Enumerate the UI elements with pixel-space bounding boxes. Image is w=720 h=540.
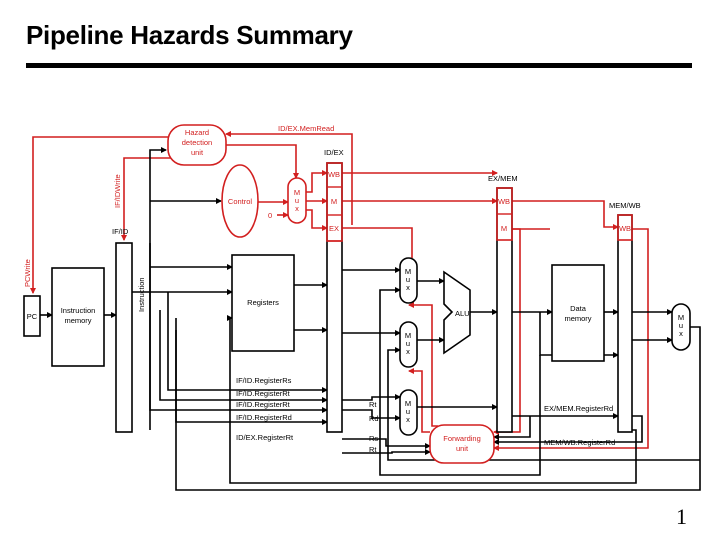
ifidwrite-label: IF/IDWrite — [113, 174, 122, 208]
exmem-rd-label: EX/MEM.RegisterRd — [544, 404, 613, 413]
mux-c-u: u — [406, 407, 410, 416]
memread-wire — [225, 131, 353, 225]
writeback-mux — [671, 303, 691, 351]
alu — [443, 270, 471, 355]
pc-register — [23, 295, 41, 337]
memwb-rd-label: MEM/WB.RegisterRd — [544, 438, 615, 447]
ifid-rt2-label: IF/ID.RegisterRt — [236, 400, 291, 409]
hazard-unit-label-3: unit — [191, 148, 204, 157]
hazard-unit-label-1: Hazard — [185, 128, 209, 137]
control-mux-m: M — [294, 188, 300, 197]
control-mux — [287, 177, 307, 224]
hazard-unit-label-2: detection — [182, 138, 212, 147]
rd-label: Rd — [369, 414, 379, 423]
mem-wb-label: MEM/WB — [609, 201, 641, 210]
dmem-label-2: memory — [564, 314, 591, 323]
mux-a-u: u — [406, 275, 410, 284]
forwarding-label-2: unit — [456, 444, 469, 453]
ifid-rt1-label: IF/ID.RegisterRt — [236, 389, 291, 398]
pc-label: PC — [27, 312, 38, 321]
instruction-memory — [51, 267, 105, 367]
dest-reg-mux — [399, 389, 418, 436]
page-title: Pipeline Hazards Summary — [26, 20, 353, 50]
imem-label-2: memory — [64, 316, 91, 325]
mux-a-m: M — [405, 267, 411, 276]
ifid-rd-label: IF/ID.RegisterRd — [236, 413, 292, 422]
mux-b-u: u — [406, 339, 410, 348]
id-ex-label: ID/EX — [324, 148, 344, 157]
rs-label: Rs — [369, 434, 378, 443]
control-unit — [221, 164, 259, 238]
zero-label: 0 — [268, 211, 272, 220]
idex-rt-label: ID/EX.RegisterRt — [236, 433, 294, 442]
mux-a-x: x — [406, 283, 410, 292]
mux-wb-u: u — [679, 321, 683, 330]
mux-wb-m: M — [678, 313, 684, 322]
if-id-label: IF/ID — [112, 227, 129, 236]
rt-label: Rt — [369, 400, 377, 409]
imem-label-1: Instruction — [61, 306, 96, 315]
instruction-label: Instruction — [137, 277, 146, 312]
mux-wb-x: x — [679, 329, 683, 338]
data-memory — [551, 264, 605, 362]
forwarding-label-1: Forwarding — [443, 434, 481, 443]
rt2-label: Rt — [369, 445, 377, 454]
dmem-label-1: Data — [570, 304, 587, 313]
control-mux-u: u — [295, 196, 299, 205]
id-ex-m: M — [331, 197, 337, 206]
memread-label: ID/EX.MemRead — [278, 124, 334, 133]
ifid-rs-label: IF/ID.RegisterRs — [236, 376, 292, 385]
title-underline — [26, 63, 692, 68]
alu-label: ALU — [455, 309, 470, 318]
mux-b-m: M — [405, 331, 411, 340]
alu-mux-a — [399, 257, 418, 304]
id-ex-wb: WB — [328, 170, 340, 179]
hazard-to-mux-wire — [226, 144, 299, 179]
hazard-detection-unit — [167, 124, 227, 166]
alu-mux-b — [399, 321, 418, 368]
mux-c-m: M — [405, 399, 411, 408]
register-file — [231, 254, 295, 352]
pcwrite-label: PCWrite — [23, 259, 32, 287]
ex-mem-m: M — [501, 224, 507, 233]
pcwrite-wire — [30, 136, 168, 294]
ex-mem-label: EX/MEM — [488, 174, 518, 183]
ifidwrite-wire — [121, 157, 172, 241]
registers-label: Registers — [247, 298, 279, 307]
if-id-register — [115, 242, 133, 433]
mem-wb-register — [617, 214, 633, 433]
page-number: 1 — [676, 504, 687, 529]
mux-b-x: x — [406, 347, 410, 356]
control-label: Control — [228, 197, 253, 206]
control-mux-x: x — [295, 204, 299, 213]
mux-c-x: x — [406, 415, 410, 424]
id-ex-ex: EX — [329, 224, 339, 233]
ex-mem-wb: WB — [498, 197, 510, 206]
mem-wb-wb: WB — [619, 224, 631, 233]
forwarding-unit — [429, 424, 495, 464]
